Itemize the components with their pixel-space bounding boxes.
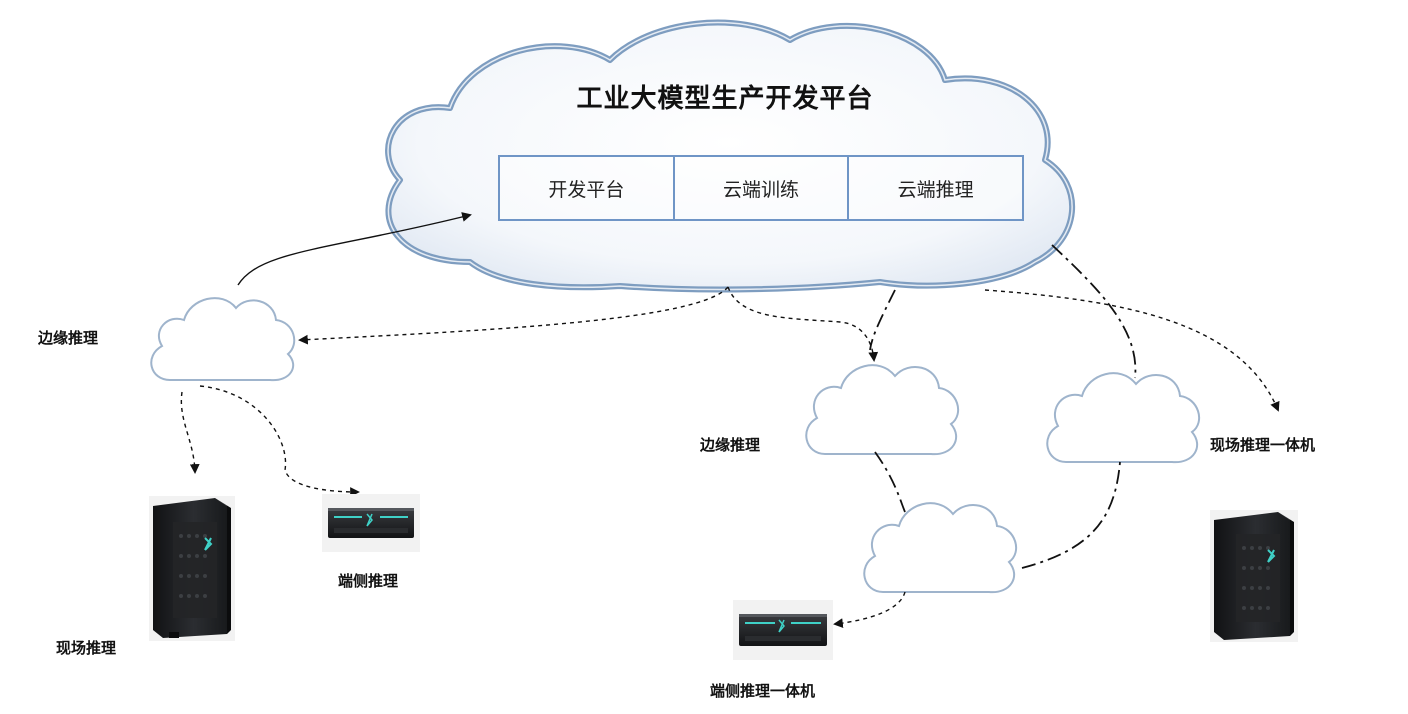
site-cloud-icon [1046,372,1201,464]
device-side-rack-server-right-icon [733,600,833,660]
site-tower-server-left-icon [149,496,235,641]
module-cloud-inference: 云端推理 [897,178,974,201]
dispatch-arrow-device-right [833,591,906,628]
link-site-device [1021,461,1121,569]
label-device-side-right: 端侧推理一体机 [710,682,816,700]
label-site-right: 现场推理一体机 [1210,436,1316,454]
label-device-side-left: 端侧推理 [338,572,399,590]
connectors [180,212,1280,628]
site-tower-server-right-icon [1210,510,1298,642]
dispatch-arrow-right-edge [727,286,879,362]
dispatch-arrow-device-left [199,385,360,497]
dispatch-arrow-site-right [984,289,1280,412]
link-platform-edge [869,289,896,351]
device-side-cloud-icon [863,502,1018,594]
label-edge-right: 边缘推理 [700,436,761,454]
edge-cloud-right-icon [805,364,960,456]
dispatch-arrow-site-left [180,391,200,474]
platform-title: 工业大模型生产开发平台 [576,84,874,114]
label-site-left: 现场推理 [56,639,117,657]
label-edge-left: 边缘推理 [38,329,99,347]
module-cloud-training: 云端训练 [675,157,850,219]
dispatch-arrow-left-edge [298,286,729,345]
link-platform-site [1051,244,1137,379]
platform-modules: 开发平台 云端训练 云端推理 [498,155,1024,221]
link-edge-device [874,451,906,513]
module-dev-platform: 开发平台 [500,157,675,219]
device-side-rack-server-left-icon [322,494,420,552]
upload-arrow [237,212,472,286]
edge-cloud-left-icon [150,297,296,382]
